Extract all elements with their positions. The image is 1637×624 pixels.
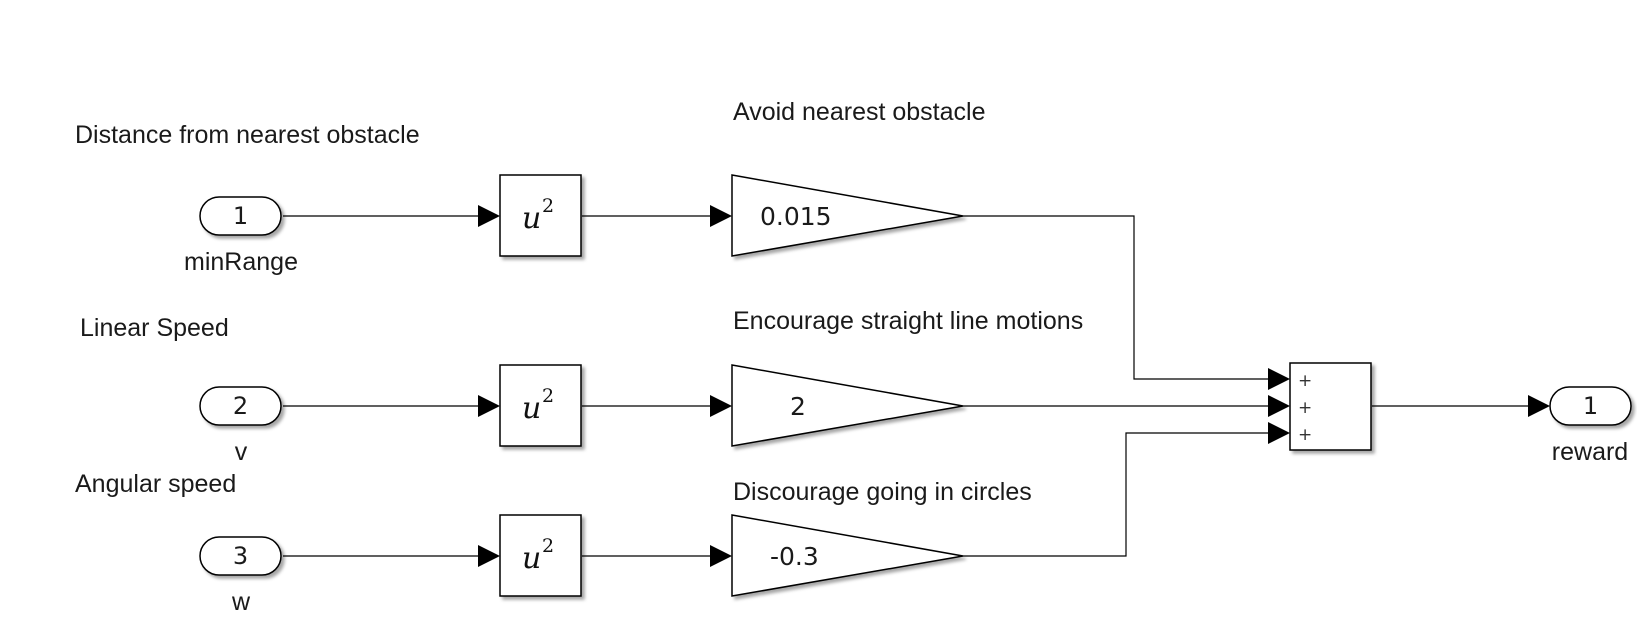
square-base: u (522, 541, 541, 576)
annotation-circles: Discourage going in circles (733, 478, 1032, 506)
outport-reward[interactable]: 1 (1549, 386, 1632, 426)
square-base: u (522, 201, 541, 236)
gain-block-straight[interactable]: 2 (731, 364, 964, 447)
annotation-straight-line: Encourage straight line motions (733, 307, 1083, 335)
inport-label-minrange: minRange (184, 248, 298, 276)
square-exponent: 2 (542, 195, 554, 217)
svg-text:u: u (522, 201, 541, 236)
gain-value: 0.015 (760, 202, 832, 231)
square-exponent: 2 (542, 385, 554, 407)
inport-number: 3 (233, 542, 248, 570)
square-exponent: 2 (542, 535, 554, 557)
annotation-angular-speed: Angular speed (75, 470, 236, 498)
square-block-2[interactable]: u 2 (499, 364, 582, 447)
signal-lines (283, 215, 1528, 557)
square-block-1[interactable]: u 2 (499, 174, 582, 257)
annotation-linear-speed: Linear Speed (80, 314, 229, 342)
outport-number: 1 (1583, 392, 1598, 420)
gain-value: -0.3 (770, 542, 819, 571)
inport-w[interactable]: 3 (199, 536, 282, 576)
sum-sign: + (1298, 398, 1312, 418)
sum-block[interactable]: + + + (1289, 362, 1372, 451)
annotation-avoid-obstacle: Avoid nearest obstacle (733, 98, 985, 126)
sum-sign: + (1298, 371, 1312, 391)
sum-sign: + (1298, 425, 1312, 445)
gain-value: 2 (790, 392, 806, 421)
outport-label-reward: reward (1552, 438, 1628, 466)
inport-label-w: w (231, 588, 251, 616)
svg-text:u: u (522, 541, 541, 576)
inport-number: 1 (233, 202, 248, 230)
inport-label-v: v (235, 438, 248, 466)
square-block-3[interactable]: u 2 (499, 514, 582, 597)
gain-block-avoid[interactable]: 0.015 (731, 174, 964, 257)
gain-block-circles[interactable]: -0.3 (731, 514, 964, 597)
square-base: u (522, 391, 541, 426)
inport-minrange[interactable]: 1 (199, 196, 282, 236)
annotation-distance: Distance from nearest obstacle (75, 121, 420, 149)
inport-number: 2 (233, 392, 248, 420)
inport-v[interactable]: 2 (199, 386, 282, 426)
svg-text:u: u (522, 391, 541, 426)
arrowheads (478, 205, 1550, 567)
